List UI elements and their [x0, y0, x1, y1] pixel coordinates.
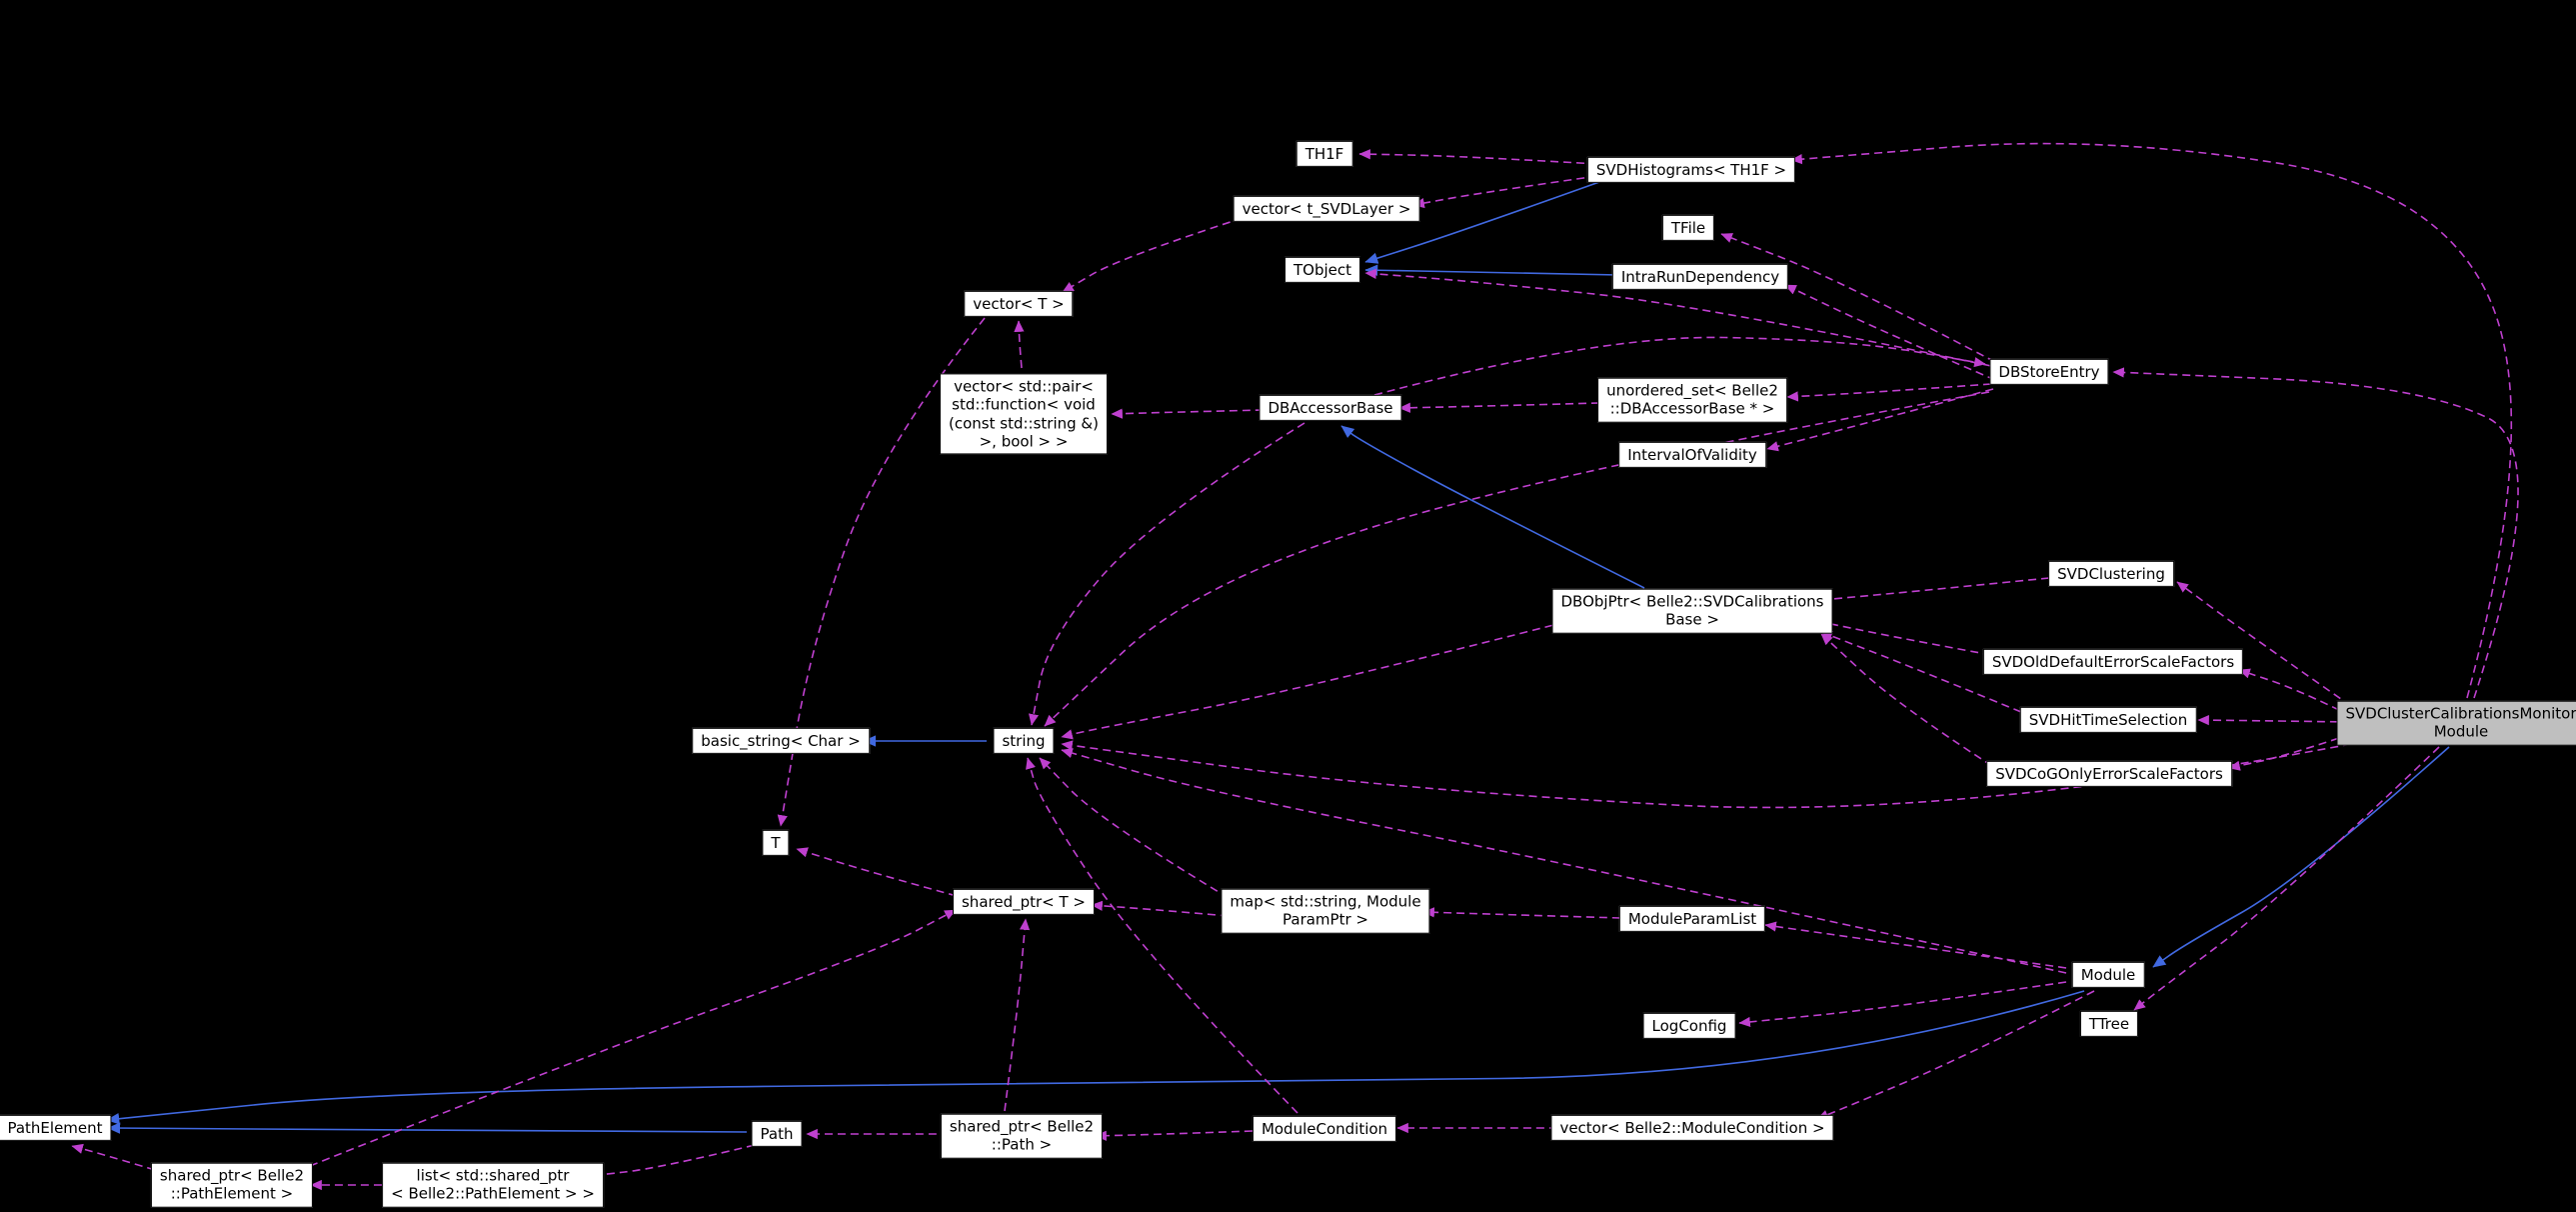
edge-target--svdhittimeselection	[2197, 715, 2352, 726]
node-svdolddefaulterrorscalefactors[interactable]: SVDOldDefaultErrorScaleFactors	[1982, 648, 2244, 676]
edge-shared-ptr-pathelement--shared-ptr-t	[309, 909, 957, 1167]
edge-svdhistograms--th1f	[1358, 149, 1598, 165]
node-vector-t-svdlayer[interactable]: vector< t_SVDLayer >	[1233, 195, 1420, 223]
node-module[interactable]: Module	[2071, 961, 2145, 989]
edge-moduleparamlist--map-moduleparamptr	[1422, 907, 1621, 919]
edge-dbstoreentry--unordered-set-dbaccessorbase	[1786, 383, 1992, 402]
edge-target--module	[2152, 746, 2450, 968]
edge-dbaccessorbase--vector-pair-function	[1111, 408, 1265, 419]
node-dbstoreentry[interactable]: DBStoreEntry	[1989, 358, 2109, 386]
node-intrarundependency[interactable]: IntraRunDependency	[1611, 263, 1789, 291]
node-th1f[interactable]: TH1F	[1295, 140, 1353, 168]
node-pathelement[interactable]: PathElement	[0, 1114, 112, 1142]
node-ttree[interactable]: TTree	[2079, 1010, 2139, 1038]
edge-svdclustering--dbobjptr	[1820, 577, 2050, 605]
node-path[interactable]: Path	[751, 1120, 803, 1148]
edge-shared-ptr-path--shared-ptr-t	[1004, 918, 1031, 1112]
node-vector-t[interactable]: vector< T >	[964, 290, 1074, 318]
edge-dbstoreentry--intervalofvalidity	[1766, 388, 1994, 452]
node-modulecondition[interactable]: ModuleCondition	[1252, 1115, 1397, 1143]
node-tobject[interactable]: TObject	[1284, 256, 1361, 284]
edge-shared-ptr-t--t	[796, 847, 958, 897]
edge-path--pathelement	[107, 1122, 748, 1134]
edge-svdhistograms--vector-t-svdlayer	[1412, 175, 1598, 209]
edge-map-moduleparamptr--shared-ptr-t	[1091, 900, 1230, 917]
edge-target--ttree	[2133, 746, 2440, 1011]
node-basic-string-char[interactable]: basic_string< Char >	[692, 727, 870, 755]
node-shared-ptr-t[interactable]: shared_ptr< T >	[952, 888, 1096, 916]
edge-dbaccessorbase--string	[1028, 422, 1305, 726]
edge-target--svdhistograms	[1790, 142, 2513, 699]
edge-target--svdclustering	[2176, 581, 2352, 707]
edge-shared-ptr-pathelement--pathelement	[71, 1143, 156, 1171]
edge-dbstoreentry--tfile	[1720, 233, 1996, 363]
edge-vector-t--t	[777, 317, 986, 827]
edge-modulecondition--string	[1026, 757, 1298, 1114]
edge-svdolddefaulterrorscalefactors--dbobjptr	[1820, 619, 1992, 656]
edge-target--dbstoreentry	[2112, 367, 2519, 699]
node-shared-ptr-pathelement[interactable]: shared_ptr< Belle2 ::PathElement >	[150, 1162, 314, 1208]
edge-vector-pair-function--vector-t	[1014, 320, 1025, 369]
node-logconfig[interactable]: LogConfig	[1642, 1012, 1736, 1040]
node-svdhittimeselection[interactable]: SVDHitTimeSelection	[2019, 706, 2197, 734]
edge-module--logconfig	[1738, 981, 2067, 1028]
edge-dbstoreentry--string	[1044, 391, 1990, 727]
node-intervalofvalidity[interactable]: IntervalOfValidity	[1618, 441, 1766, 469]
edge-module--string	[1061, 748, 2067, 974]
node-vector-modulecondition[interactable]: vector< Belle2::ModuleCondition >	[1550, 1114, 1834, 1142]
edge-module--pathelement	[106, 990, 2085, 1125]
edge-dbobjptr--dbaccessorbase	[1340, 425, 1645, 589]
edge-svdhittimeselection--dbobjptr	[1820, 631, 2022, 713]
edge-modulecondition--shared-ptr-path	[1095, 1130, 1254, 1141]
node-dbaccessorbase[interactable]: DBAccessorBase	[1259, 394, 1402, 422]
edge-target--svdolddefaulterrorscalefactors	[2238, 668, 2352, 717]
node-string[interactable]: string	[993, 727, 1055, 755]
node-map-moduleparamptr[interactable]: map< std::string, Module ParamPtr >	[1221, 888, 1430, 934]
edge-module--moduleparamlist	[1764, 921, 2067, 969]
node-vector-pair-function[interactable]: vector< std::pair< std::function< void (…	[940, 373, 1108, 455]
edge-path--list-shared-ptr-pathelement	[589, 1144, 756, 1180]
edge-target--string	[1061, 740, 2352, 809]
edge-vector-t-svdlayer--vector-t	[1062, 217, 1244, 293]
edge-unordered-set-dbaccessorbase--dbaccessorbase	[1398, 402, 1600, 413]
edge-dbaccessorbase--dbstoreentry	[1373, 336, 1986, 396]
edge-dbstoreentry--intrarundependency	[1784, 284, 1996, 381]
node-shared-ptr-path[interactable]: shared_ptr< Belle2 ::Path >	[940, 1113, 1104, 1159]
edge-svdcogonlyerrorscalefactors--dbobjptr	[1820, 633, 1993, 767]
edge-svdhistograms--tobject	[1364, 181, 1600, 264]
node-unordered-set-dbaccessorbase[interactable]: unordered_set< Belle2 ::DBAccessorBase *…	[1597, 377, 1787, 423]
node-tfile[interactable]: TFile	[1661, 214, 1715, 242]
node-svdclustering[interactable]: SVDClustering	[2048, 560, 2174, 588]
edge-dbstoreentry--tobject	[1364, 268, 1992, 367]
node-target[interactable]: SVDClusterCalibrationsMonitor Module	[2336, 700, 2576, 746]
node-svdhistograms[interactable]: SVDHistograms< TH1F >	[1586, 156, 1796, 184]
edge-module--vector-modulecondition	[1816, 990, 2095, 1120]
node-svdcogonlyerrorscalefactors[interactable]: SVDCoGOnlyErrorScaleFactors	[1986, 760, 2232, 788]
node-t[interactable]: T	[762, 829, 790, 857]
edge-map-moduleparamptr--string	[1039, 757, 1230, 899]
node-list-shared-ptr-pathelement[interactable]: list< std::shared_ptr < Belle2::PathElem…	[382, 1162, 604, 1208]
node-dbobjptr[interactable]: DBObjPtr< Belle2::SVDCalibrations Base >	[1551, 588, 1833, 634]
node-moduleparamlist[interactable]: ModuleParamList	[1618, 905, 1766, 933]
edge-dbobjptr--string	[1061, 621, 1566, 740]
edge-intrarundependency--tobject	[1364, 264, 1620, 276]
